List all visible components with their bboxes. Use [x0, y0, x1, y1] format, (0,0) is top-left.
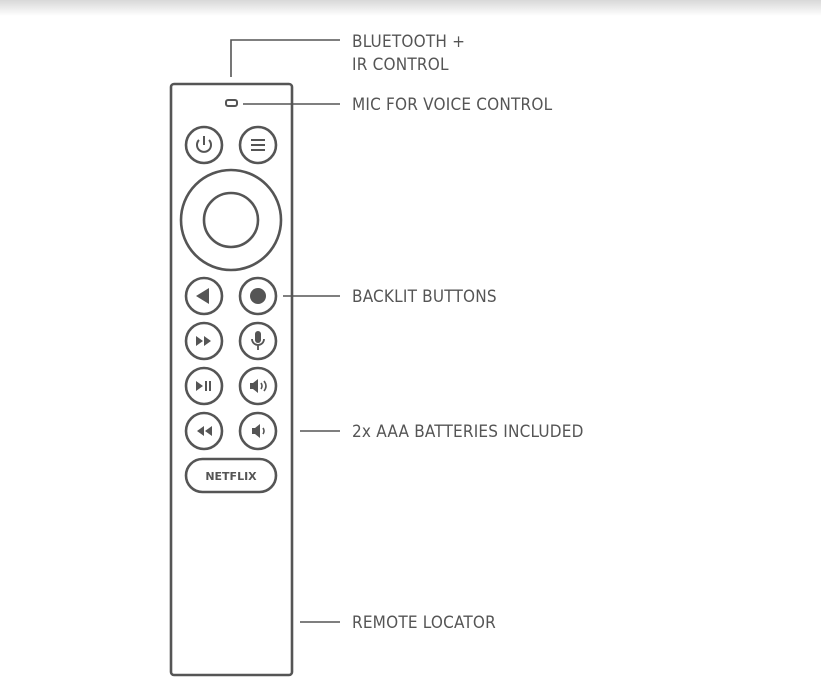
batteries-label: 2x AAA BATTERIES INCLUDED: [352, 422, 584, 442]
play-pause-button[interactable]: [184, 366, 224, 406]
backlit-label: BACKLIT BUTTONS: [352, 287, 497, 307]
power-icon: [196, 136, 212, 153]
locator-label: REMOTE LOCATOR: [352, 613, 496, 633]
volume-up-icon: [250, 379, 267, 393]
home-icon: [250, 288, 266, 304]
netflix-label: NETFLIX: [205, 470, 257, 483]
play-pause-icon: [196, 381, 211, 391]
rewind-button[interactable]: [184, 411, 224, 451]
bluetooth-label-line1: BLUETOOTH +: [352, 32, 465, 52]
microphone-icon: [251, 331, 265, 350]
menu-button[interactable]: [238, 125, 278, 165]
volume-down-button[interactable]: [238, 411, 278, 451]
menu-icon: [251, 139, 265, 151]
microphone-button[interactable]: [238, 321, 278, 361]
mic-label: MIC FOR VOICE CONTROL: [352, 95, 553, 115]
top-band: [0, 0, 821, 16]
back-icon: [196, 288, 209, 304]
mic-led: [225, 99, 238, 107]
volume-down-icon: [252, 424, 265, 438]
power-button[interactable]: [184, 125, 224, 165]
dpad[interactable]: [179, 168, 283, 272]
bluetooth-callout-line: [230, 39, 340, 77]
volume-up-button[interactable]: [238, 366, 278, 406]
rewind-icon: [197, 426, 212, 436]
netflix-button[interactable]: NETFLIX: [184, 457, 278, 494]
remote-body: [169, 82, 294, 677]
fast-forward-icon: [196, 336, 211, 346]
back-button[interactable]: [184, 276, 224, 316]
home-button[interactable]: [238, 276, 278, 316]
fast-forward-button[interactable]: [184, 321, 224, 361]
bluetooth-label-line2: IR CONTROL: [352, 55, 449, 75]
dpad-center-button[interactable]: [202, 191, 260, 249]
